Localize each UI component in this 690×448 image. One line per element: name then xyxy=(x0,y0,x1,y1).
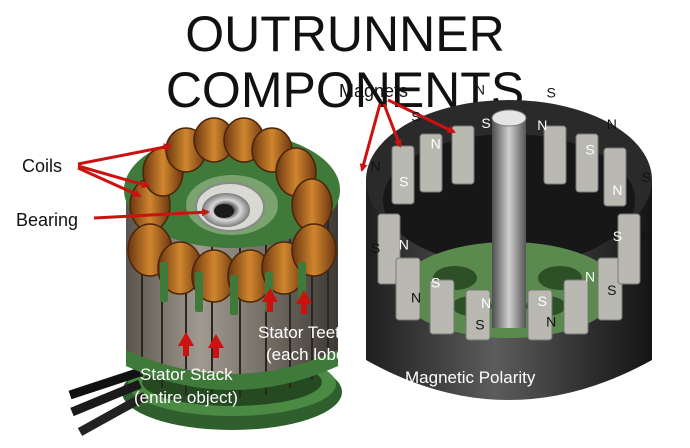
outer-pole-label: S xyxy=(607,282,616,298)
magnet-segments xyxy=(377,125,641,341)
label-stator-teeth-note: (each lobe) xyxy=(266,345,351,364)
outer-pole-label: N xyxy=(641,229,651,245)
inner-pole-label: S xyxy=(613,228,622,244)
rotor-shaft xyxy=(492,118,526,328)
coils-arrow-1 xyxy=(77,143,172,166)
outer-pole-label: S xyxy=(371,240,380,256)
outer-pole-label: S xyxy=(642,169,651,185)
label-magnets: Magnets xyxy=(339,81,408,101)
outer-pole-label: N xyxy=(475,82,485,98)
inner-pole-label: S xyxy=(585,142,594,158)
inner-pole-label: S xyxy=(538,293,547,309)
rotor-assembly xyxy=(366,100,652,400)
label-magnetic-polarity: Magnetic Polarity xyxy=(405,368,536,387)
label-coils: Coils xyxy=(22,156,62,176)
magnets-arrow-1 xyxy=(387,98,456,134)
inner-pole-label: N xyxy=(399,237,409,253)
annotation-arrows xyxy=(77,98,456,220)
outer-pole-label: N xyxy=(546,314,556,330)
inner-pole-label: S xyxy=(431,275,440,291)
inner-pole-label: N xyxy=(431,136,441,152)
diagram-title: OUTRUNNER COMPONENTS xyxy=(165,6,525,118)
coils-arrow-2 xyxy=(77,164,150,189)
outer-pole-label: N xyxy=(371,158,381,174)
stator-assembly xyxy=(68,117,342,436)
lead-wire xyxy=(68,367,142,400)
magnets-arrow-2 xyxy=(382,103,402,148)
magnets-arrow-3 xyxy=(359,103,382,172)
coil-ring xyxy=(127,117,337,303)
outer-pole-label: N xyxy=(607,116,617,132)
outer-pole-label: N xyxy=(411,290,421,306)
outer-pole-label: S xyxy=(411,108,420,124)
outer-pole-label: S xyxy=(475,317,484,333)
tooth-arrows xyxy=(178,288,312,358)
inner-pole-label: N xyxy=(481,295,491,311)
inner-pole-label: N xyxy=(612,182,622,198)
inner-pole-label: N xyxy=(585,269,595,285)
inner-pole-label: S xyxy=(481,115,490,131)
outer-pole-label: S xyxy=(547,84,556,100)
inner-pole-label: N xyxy=(537,117,547,133)
inner-pole-label: S xyxy=(399,174,408,190)
label-bearing: Bearing xyxy=(16,210,78,230)
coils-arrow-3 xyxy=(77,166,142,198)
label-stator-teeth: Stator Teeth xyxy=(258,323,349,342)
bearing-arrow xyxy=(93,208,210,220)
label-stator-stack: Stator Stack xyxy=(140,365,233,384)
label-stator-stack-note: (entire object) xyxy=(134,388,238,407)
